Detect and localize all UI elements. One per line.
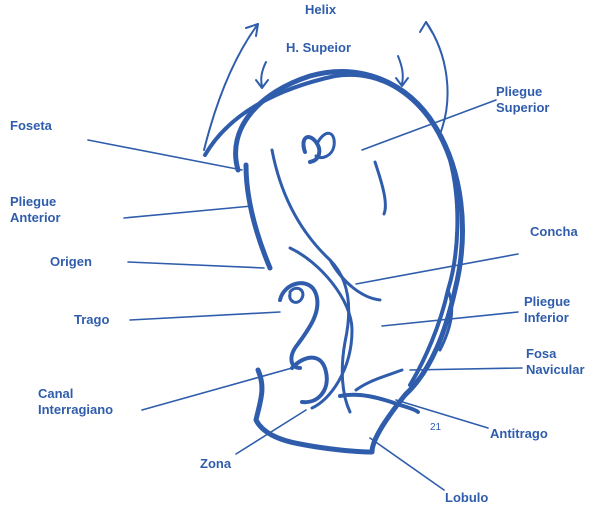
label-origen: Origen — [50, 254, 92, 270]
intertragic-notch — [292, 358, 327, 403]
label-h-superior: H. Supeior — [286, 40, 351, 56]
arrow-curve-left — [204, 24, 258, 150]
leader-zona — [236, 410, 306, 454]
leader-origen — [128, 262, 264, 268]
label-helix: Helix — [305, 2, 336, 18]
label-fosa-navicular: Fosa Navicular — [526, 346, 585, 378]
leader-pliegue-superior — [362, 100, 496, 150]
label-pliegue-inferior: Pliegue Inferior — [524, 294, 570, 326]
label-antitrago: Antitrago — [490, 426, 548, 442]
label-pliegue-anterior: Pliegue Anterior — [10, 194, 61, 226]
label-pliegue-superior: Pliegue Superior — [496, 84, 549, 116]
antihelix-line — [272, 150, 350, 412]
leader-trago — [130, 312, 280, 320]
label-zona: Zona — [200, 456, 231, 472]
arrow-small-right — [398, 56, 403, 84]
label-trago: Trago — [74, 312, 109, 328]
anterior-fold — [246, 165, 270, 268]
leader-antitrago — [396, 400, 488, 428]
label-mark-21: 21 — [430, 420, 441, 436]
leader-canal-interragiano — [142, 368, 292, 410]
scapha-line — [375, 162, 385, 214]
antihelix-inner — [330, 260, 380, 300]
leader-lobulo — [370, 438, 444, 490]
leader-foseta — [88, 140, 242, 170]
tragus-outline — [280, 283, 317, 368]
label-canal-interragiano: Canal Interragiano — [38, 386, 113, 418]
tragus-spiral — [290, 288, 303, 302]
leader-concha — [356, 254, 518, 284]
label-lobulo: Lobulo — [445, 490, 488, 506]
label-foseta: Foseta — [10, 118, 52, 134]
leader-pliegue-anterior — [124, 206, 252, 218]
navicular-fold — [356, 370, 402, 390]
label-concha: Concha — [530, 224, 578, 240]
